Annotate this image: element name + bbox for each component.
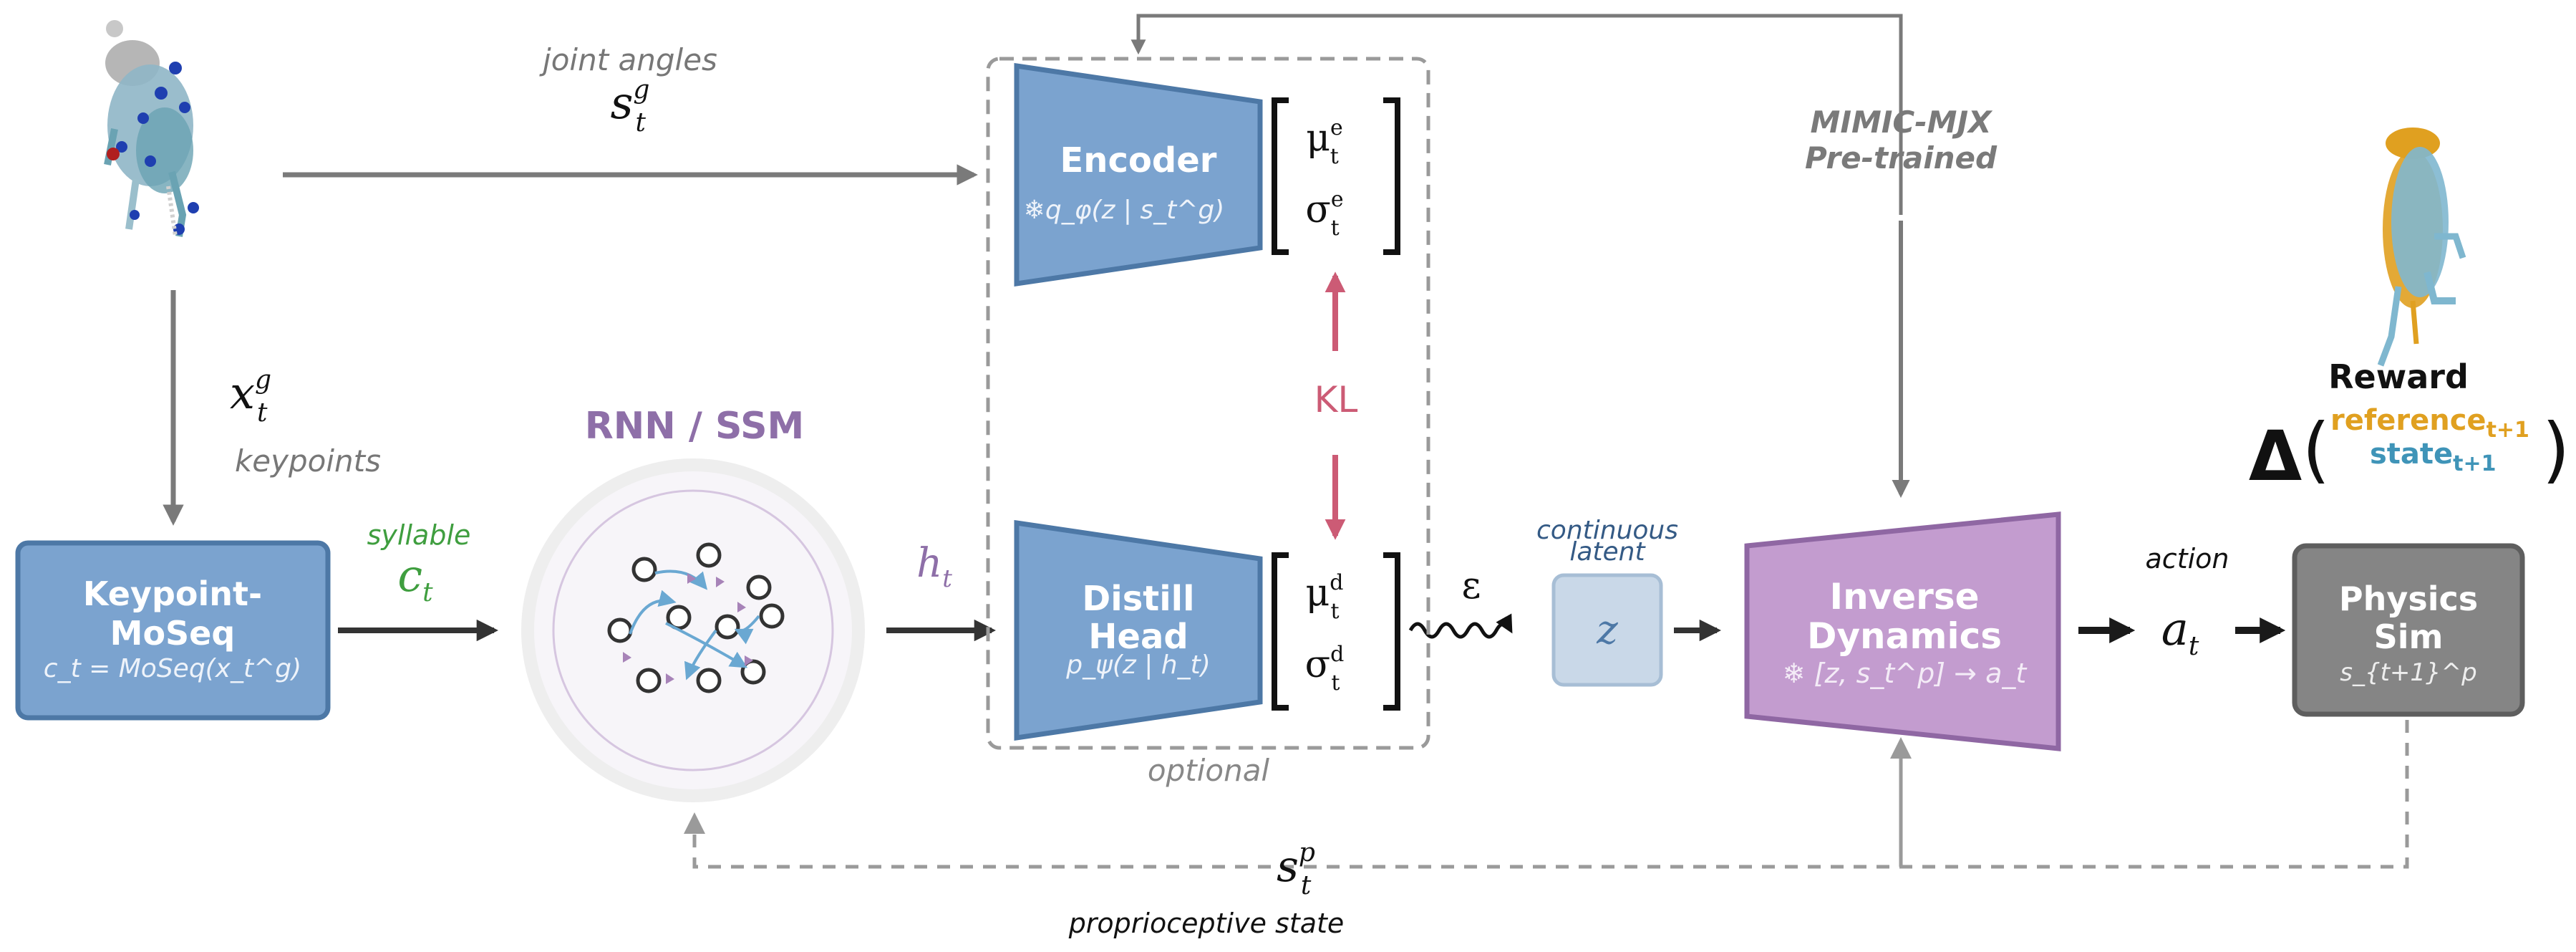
distill-head-block: Distill Head p_ψ(z | h_t) — [1014, 519, 1263, 741]
keypoints-label: keypoints — [235, 443, 381, 479]
encoder-formula: ❄q_φ(z | s_t^g) — [1024, 196, 1225, 225]
reward-reference: referencet+1 — [2330, 404, 2529, 443]
kl-label: KL — [1314, 379, 1358, 420]
reward-left-paren: ( — [2302, 408, 2330, 491]
action-label: action — [2146, 543, 2229, 574]
keypoint-moseq-box: Keypoint- MoSeq c_t = MoSeq(x_t^g) — [15, 540, 331, 721]
distill-output-bracket — [1272, 552, 1400, 711]
action-symbol: at — [2161, 603, 2199, 661]
reward-right-paren: ) — [2542, 408, 2570, 491]
inverse-dynamics-title-2: Dynamics — [1807, 615, 2002, 657]
joint-angles-label: joint angles — [539, 42, 717, 77]
keypoint-moseq-formula: c_t = MoSeq(x_t^g) — [44, 654, 301, 683]
proprioceptive-feedback-arrow — [684, 720, 2409, 869]
mimic-label-1: MIMIC-MJX — [1811, 105, 1994, 140]
rat-keypoint-figure — [104, 20, 199, 237]
encoder-block: Encoder ❄q_φ(z | s_t^g) — [1014, 62, 1263, 287]
physics-sim-box: Physics Sim s_{t+1}^p — [2292, 543, 2525, 717]
noise-squiggle-arrow — [1408, 613, 1513, 639]
physics-sim-formula: s_{t+1}^p — [2340, 658, 2477, 687]
inverse-dynamics-block: Inverse Dynamics ❄ [z, s_t^p] → a_t — [1744, 511, 2061, 751]
latent-z-label: z — [1596, 607, 1618, 653]
epsilon-label: ε — [1462, 564, 1481, 607]
reward-label: Reward — [2328, 357, 2469, 396]
encoder-title: Encoder — [1060, 140, 1217, 181]
physics-sim-title-2: Sim — [2374, 617, 2444, 656]
continuous-label: continuous — [1536, 516, 1678, 545]
mimic-to-encoder-arrow — [1130, 14, 1903, 215]
syllable-symbol: ct — [397, 549, 433, 607]
rnn-ssm-module — [521, 458, 865, 802]
optional-label: optional — [1148, 753, 1270, 788]
rnn-ssm-title: RNN / SSM — [585, 405, 805, 448]
latent-z-box: z — [1551, 573, 1663, 687]
syllable-label: syllable — [367, 519, 471, 551]
hidden-state-symbol: ht — [916, 540, 952, 593]
distill-head-title-2: Head — [1088, 617, 1188, 657]
rat-simulation-figure — [2377, 128, 2466, 367]
encoder-output-bracket — [1272, 97, 1400, 255]
keypoint-moseq-title-2: MoSeq — [110, 614, 236, 653]
distill-head-title-1: Distill — [1082, 579, 1194, 619]
delta-symbol: Δ — [2249, 416, 2302, 496]
latent-label: latent — [1569, 537, 1646, 567]
distill-head-formula: p_ψ(z | h_t) — [1065, 650, 1211, 680]
proprioceptive-label: proprioceptive state — [1068, 908, 1345, 939]
mimic-label-2: Pre-trained — [1805, 140, 1998, 176]
keypoint-moseq-title-1: Keypoint- — [83, 574, 262, 613]
inverse-dynamics-title-1: Inverse — [1829, 576, 1979, 617]
reward-state: statet+1 — [2370, 438, 2497, 476]
inverse-dynamics-formula: ❄ [z, s_t^p] → a_t — [1783, 658, 2028, 689]
optional-group-box — [986, 57, 1430, 750]
rnn-network-graph — [607, 542, 785, 693]
physics-sim-title-1: Physics — [2339, 580, 2478, 618]
